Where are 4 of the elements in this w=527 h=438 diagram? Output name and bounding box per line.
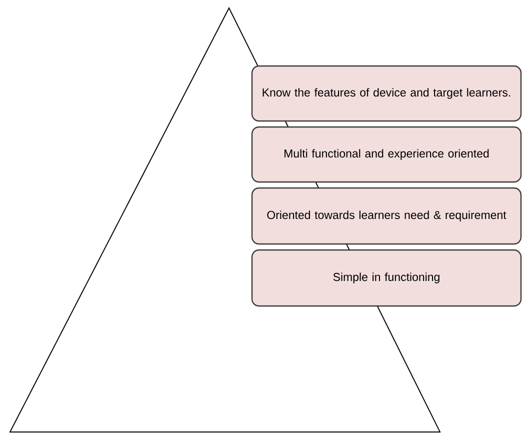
text-box: Oriented towards learners need & requirement bbox=[251, 187, 522, 245]
text-box: Know the features of device and target learners. bbox=[251, 65, 522, 122]
text-box: Simple in functioning bbox=[251, 249, 522, 307]
text-box: Multi functional and experience oriented bbox=[251, 126, 522, 183]
